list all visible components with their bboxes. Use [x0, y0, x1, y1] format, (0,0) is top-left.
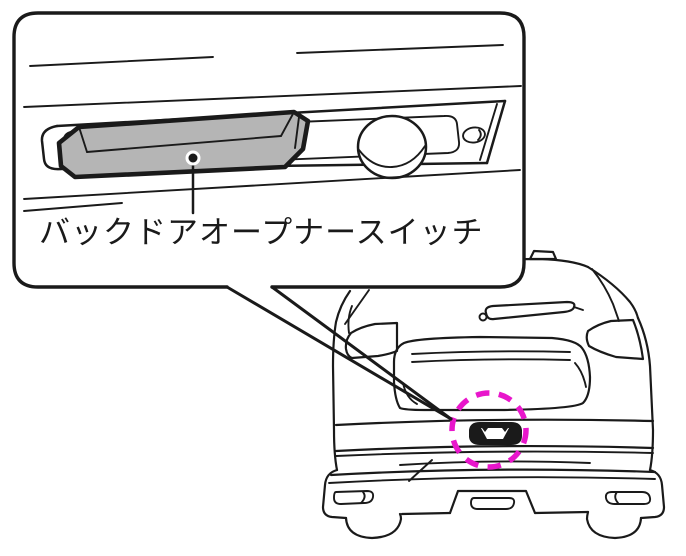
- left-taillight: [344, 321, 399, 360]
- leader-line: [185, 150, 201, 215]
- vehicle-rear-illustration: [321, 249, 666, 540]
- opener-switch-closeup: [56, 109, 311, 180]
- left-reflector: [333, 490, 375, 505]
- right-taillight: [585, 318, 645, 361]
- right-wheel: [585, 510, 643, 540]
- lock-knob: [356, 114, 428, 180]
- leader-dot: [188, 153, 198, 163]
- rear-wiper: [478, 300, 584, 322]
- callout-pointer: [225, 285, 453, 421]
- license-recess: [448, 489, 537, 515]
- callout-box: [12, 11, 526, 289]
- switch-label: バックドアオープナースイッチ: [39, 215, 484, 251]
- tailgate-opener-switch: [469, 422, 522, 445]
- left-wheel: [344, 512, 403, 540]
- highlight-circle: [449, 390, 529, 470]
- right-reflector: [604, 491, 652, 505]
- roof-antenna: [528, 249, 558, 261]
- keyhole-oval: [462, 126, 486, 144]
- rear-bumper: [321, 459, 666, 520]
